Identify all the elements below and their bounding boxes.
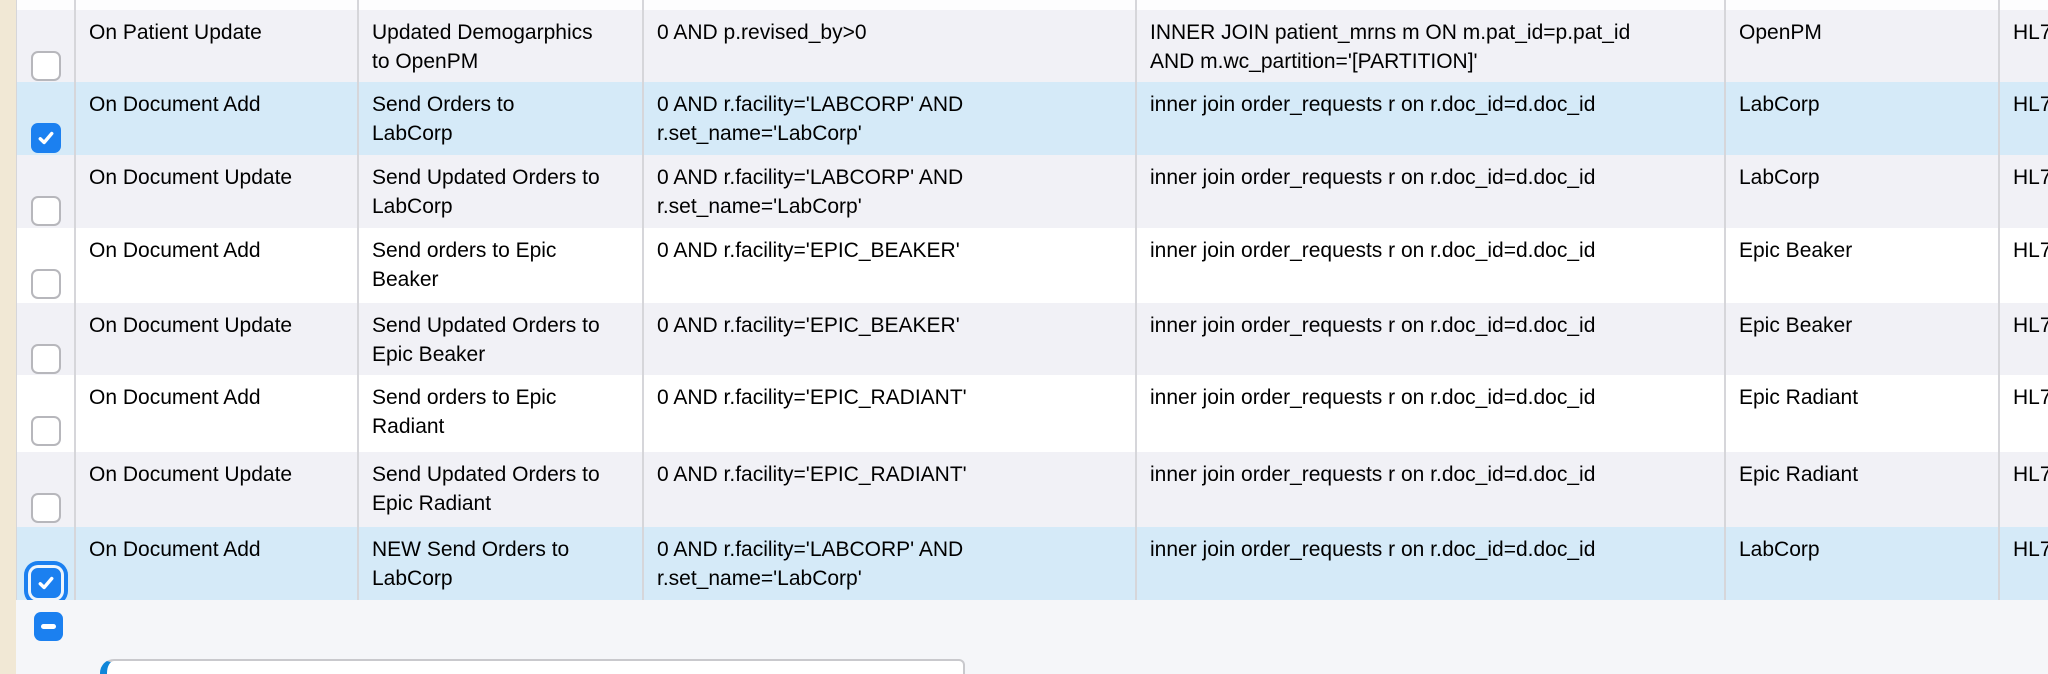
event-cell: On Document Add bbox=[76, 228, 359, 303]
description-cell: Updated Demogarphics to OpenPM bbox=[359, 10, 644, 82]
row-select-cell bbox=[17, 375, 76, 452]
facility-cell: Epic Beaker bbox=[1726, 228, 2000, 303]
condition-cell: 0 AND r.facility='LABCORP' AND r.set_nam… bbox=[644, 155, 1137, 228]
condition-cell: 0 AND r.facility='EPIC_RADIANT' bbox=[644, 452, 1137, 527]
condition-cell: 0 AND r.facility='LABCORP' AND r.set_nam… bbox=[644, 82, 1137, 155]
message-type-cell: HL7 bbox=[2013, 538, 2048, 561]
description-cell: Send Updated Orders to LabCorp bbox=[359, 155, 644, 228]
row-checkbox[interactable] bbox=[31, 416, 61, 446]
check-icon bbox=[38, 576, 54, 590]
facility-cell bbox=[1726, 0, 2000, 10]
remove-row-button[interactable] bbox=[34, 612, 63, 641]
event-cell: On Document Update bbox=[76, 452, 359, 527]
join-clause-cell: inner join order_requests r on r.doc_id=… bbox=[1137, 527, 1726, 600]
message-type-cell: HL7 bbox=[2013, 239, 2048, 262]
rules-table: On Patient Update Updated Demogarphics t… bbox=[16, 0, 2048, 600]
join-clause-cell: inner join order_requests r on r.doc_id=… bbox=[1137, 82, 1726, 155]
event-cell bbox=[76, 0, 359, 10]
row-checkbox[interactable] bbox=[31, 568, 61, 598]
row-select-cell bbox=[17, 303, 76, 375]
description-cell: Send Orders to LabCorp bbox=[359, 82, 644, 155]
message-type-cell: HL7 bbox=[2013, 386, 2048, 409]
description-cell: Send Updated Orders to Epic Beaker bbox=[359, 303, 644, 375]
page-left-margin bbox=[0, 0, 16, 674]
message-type-cell: HL7 bbox=[2013, 93, 2048, 116]
event-cell: On Document Add bbox=[76, 82, 359, 155]
event-cell: On Patient Update bbox=[76, 10, 359, 82]
check-icon bbox=[38, 131, 54, 145]
join-clause-cell: inner join order_requests r on r.doc_id=… bbox=[1137, 375, 1726, 452]
message-type-cell: HL7 bbox=[2013, 21, 2048, 44]
condition-cell: 0 AND r.facility='LABCORP' AND r.set_nam… bbox=[644, 527, 1137, 600]
event-cell: On Document Add bbox=[76, 527, 359, 600]
facility-cell: LabCorp bbox=[1726, 82, 2000, 155]
row-checkbox[interactable] bbox=[31, 51, 61, 81]
join-clause-cell bbox=[1137, 0, 1726, 10]
table-row[interactable]: On Document Update Send Updated Orders t… bbox=[16, 452, 2048, 527]
table-row[interactable]: On Document Update Send Updated Orders t… bbox=[16, 303, 2048, 375]
row-select-cell bbox=[17, 82, 76, 155]
condition-cell: 0 AND p.revised_by>0 bbox=[644, 10, 1137, 82]
description-cell: NEW Send Orders to LabCorp bbox=[359, 527, 644, 600]
table-row[interactable]: On Document Update Send Updated Orders t… bbox=[16, 155, 2048, 228]
description-cell: Send orders to Epic Radiant bbox=[359, 375, 644, 452]
event-cell: On Document Update bbox=[76, 155, 359, 228]
condition-cell: 0 AND r.facility='EPIC_RADIANT' bbox=[644, 375, 1137, 452]
detail-panel bbox=[100, 659, 965, 674]
facility-cell: Epic Radiant bbox=[1726, 452, 2000, 527]
join-clause-cell: inner join order_requests r on r.doc_id=… bbox=[1137, 228, 1726, 303]
join-clause-cell: inner join order_requests r on r.doc_id=… bbox=[1137, 303, 1726, 375]
table-row-partial bbox=[16, 0, 2048, 10]
condition-cell: 0 AND r.facility='EPIC_BEAKER' bbox=[644, 228, 1137, 303]
table-row[interactable]: On Document Add NEW Send Orders to LabCo… bbox=[16, 527, 2048, 600]
row-select-cell bbox=[17, 228, 76, 303]
message-type-cell: HL7 bbox=[2013, 463, 2048, 486]
facility-cell: Epic Radiant bbox=[1726, 375, 2000, 452]
condition-cell bbox=[644, 0, 1137, 10]
row-select-cell bbox=[17, 452, 76, 527]
table-row[interactable]: On Patient Update Updated Demogarphics t… bbox=[16, 10, 2048, 82]
row-select-cell bbox=[17, 0, 76, 10]
row-checkbox[interactable] bbox=[31, 344, 61, 374]
description-cell: Send orders to Epic Beaker bbox=[359, 228, 644, 303]
table-row[interactable]: On Document Add Send orders to Epic Beak… bbox=[16, 228, 2048, 303]
join-clause-cell: INNER JOIN patient_mrns m ON m.pat_id=p.… bbox=[1137, 10, 1726, 82]
message-type-cell: HL7 bbox=[2013, 166, 2048, 189]
condition-cell: 0 AND r.facility='EPIC_BEAKER' bbox=[644, 303, 1137, 375]
row-checkbox[interactable] bbox=[31, 269, 61, 299]
row-checkbox[interactable] bbox=[31, 196, 61, 226]
table-row[interactable]: On Document Add Send orders to Epic Radi… bbox=[16, 375, 2048, 452]
join-clause-cell: inner join order_requests r on r.doc_id=… bbox=[1137, 155, 1726, 228]
facility-cell: OpenPM bbox=[1726, 10, 2000, 82]
event-cell: On Document Update bbox=[76, 303, 359, 375]
message-type-cell: HL7 bbox=[2013, 314, 2048, 337]
description-cell: Send Updated Orders to Epic Radiant bbox=[359, 452, 644, 527]
row-select-cell bbox=[17, 527, 76, 600]
facility-cell: Epic Beaker bbox=[1726, 303, 2000, 375]
minus-icon bbox=[41, 624, 56, 629]
row-checkbox[interactable] bbox=[31, 123, 61, 153]
facility-cell: LabCorp bbox=[1726, 155, 2000, 228]
message-type-cell bbox=[2000, 0, 2048, 10]
row-select-cell bbox=[17, 10, 76, 82]
table-row[interactable]: On Document Add Send Orders to LabCorp 0… bbox=[16, 82, 2048, 155]
event-cell: On Document Add bbox=[76, 375, 359, 452]
facility-cell: LabCorp bbox=[1726, 527, 2000, 600]
row-select-cell bbox=[17, 155, 76, 228]
join-clause-cell: inner join order_requests r on r.doc_id=… bbox=[1137, 452, 1726, 527]
row-checkbox[interactable] bbox=[31, 493, 61, 523]
description-cell bbox=[359, 0, 644, 10]
